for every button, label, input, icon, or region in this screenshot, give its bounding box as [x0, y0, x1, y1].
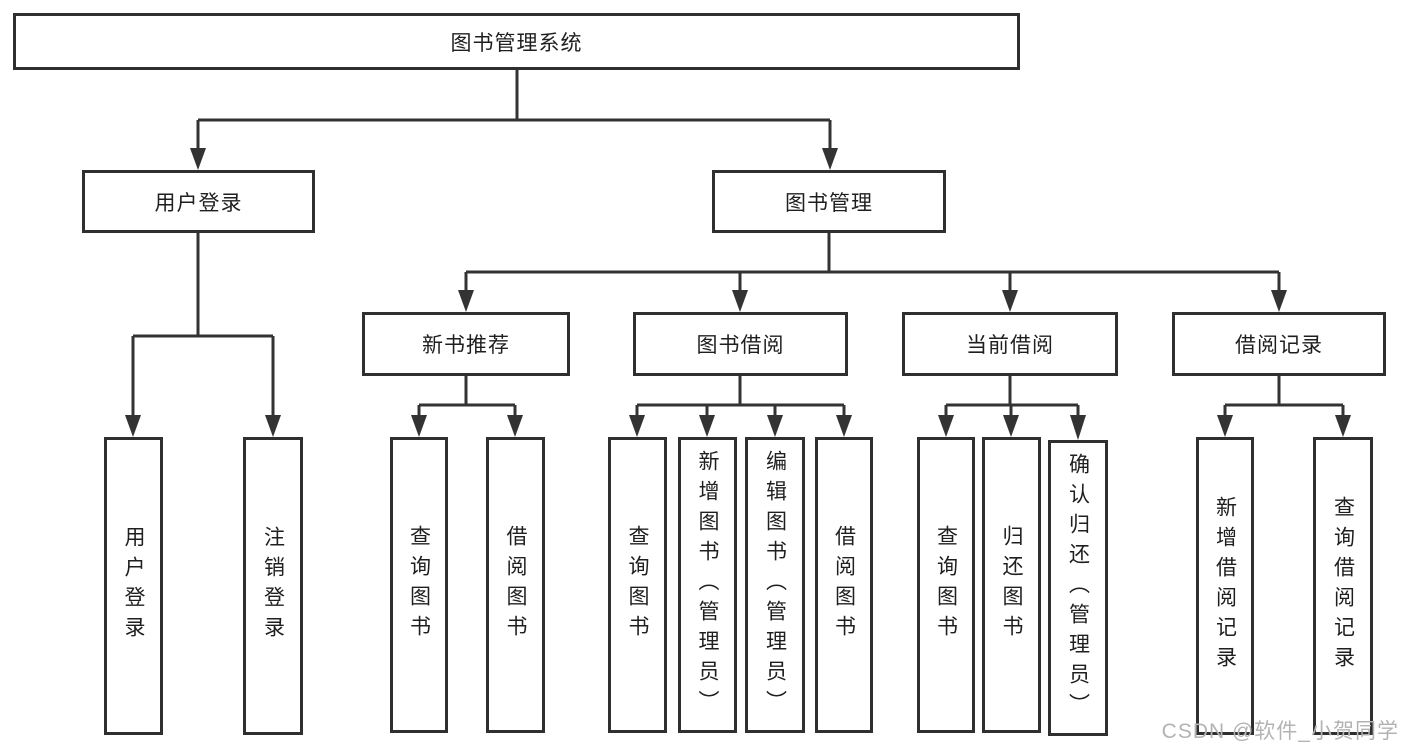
leaf-edit-books-admin: 编辑图书（管理员）	[745, 437, 805, 733]
leaf-query-borrow-record: 查询借阅记录	[1313, 437, 1373, 735]
node-root-label: 图书管理系统	[450, 31, 583, 55]
leaf-user-login: 用户登录	[104, 437, 163, 735]
csdn-watermark: CSDN @软件_小贺同学	[1161, 720, 1399, 743]
node-book-management: 图书管理	[712, 170, 946, 233]
leaf-return-books-label: 归还图书	[1000, 525, 1023, 645]
leaf-query-books-2-label: 查询图书	[626, 525, 649, 645]
leaf-confirm-return-admin-label: 确认归还（管理员）	[1066, 453, 1090, 723]
node-root-library-system: 图书管理系统	[13, 13, 1020, 70]
leaf-user-login-label: 用户登录	[122, 526, 145, 646]
leaf-query-books-2: 查询图书	[608, 437, 667, 733]
leaf-add-borrow-record: 新增借阅记录	[1196, 437, 1254, 735]
leaf-logout: 注销登录	[243, 437, 303, 735]
node-book-borrow-label: 图书借阅	[696, 334, 785, 357]
node-book-borrow: 图书借阅	[633, 312, 848, 376]
node-current-borrow: 当前借阅	[902, 312, 1118, 376]
node-new-book-recommend-label: 新书推荐	[422, 334, 510, 357]
node-new-book-recommend: 新书推荐	[362, 312, 570, 376]
leaf-return-books: 归还图书	[982, 437, 1041, 733]
leaf-confirm-return-admin: 确认归还（管理员）	[1048, 440, 1108, 736]
node-book-management-label: 图书管理	[785, 191, 873, 215]
leaf-add-books-admin: 新增图书（管理员）	[678, 437, 737, 733]
node-user-login: 用户登录	[82, 170, 315, 233]
node-user-login-label: 用户登录	[154, 191, 243, 215]
leaf-edit-books-admin-label: 编辑图书（管理员）	[763, 450, 787, 720]
leaf-logout-label: 注销登录	[261, 526, 285, 646]
leaf-borrow-books-1-label: 借阅图书	[504, 525, 527, 645]
node-borrow-records: 借阅记录	[1172, 312, 1386, 376]
leaf-add-borrow-record-label: 新增借阅记录	[1213, 496, 1237, 676]
leaf-borrow-books-1: 借阅图书	[486, 437, 545, 733]
leaf-query-books-3-label: 查询图书	[934, 525, 958, 645]
leaf-query-books-1: 查询图书	[390, 437, 448, 733]
leaf-query-books-3: 查询图书	[917, 437, 975, 733]
leaf-add-books-admin-label: 新增图书（管理员）	[696, 450, 719, 720]
leaf-borrow-books-2-label: 借阅图书	[832, 525, 856, 645]
node-borrow-records-label: 借阅记录	[1235, 334, 1323, 357]
leaf-borrow-books-2: 借阅图书	[815, 437, 873, 733]
node-current-borrow-label: 当前借阅	[966, 334, 1054, 357]
leaf-query-books-1-label: 查询图书	[407, 525, 431, 645]
leaf-query-borrow-record-label: 查询借阅记录	[1331, 496, 1355, 676]
